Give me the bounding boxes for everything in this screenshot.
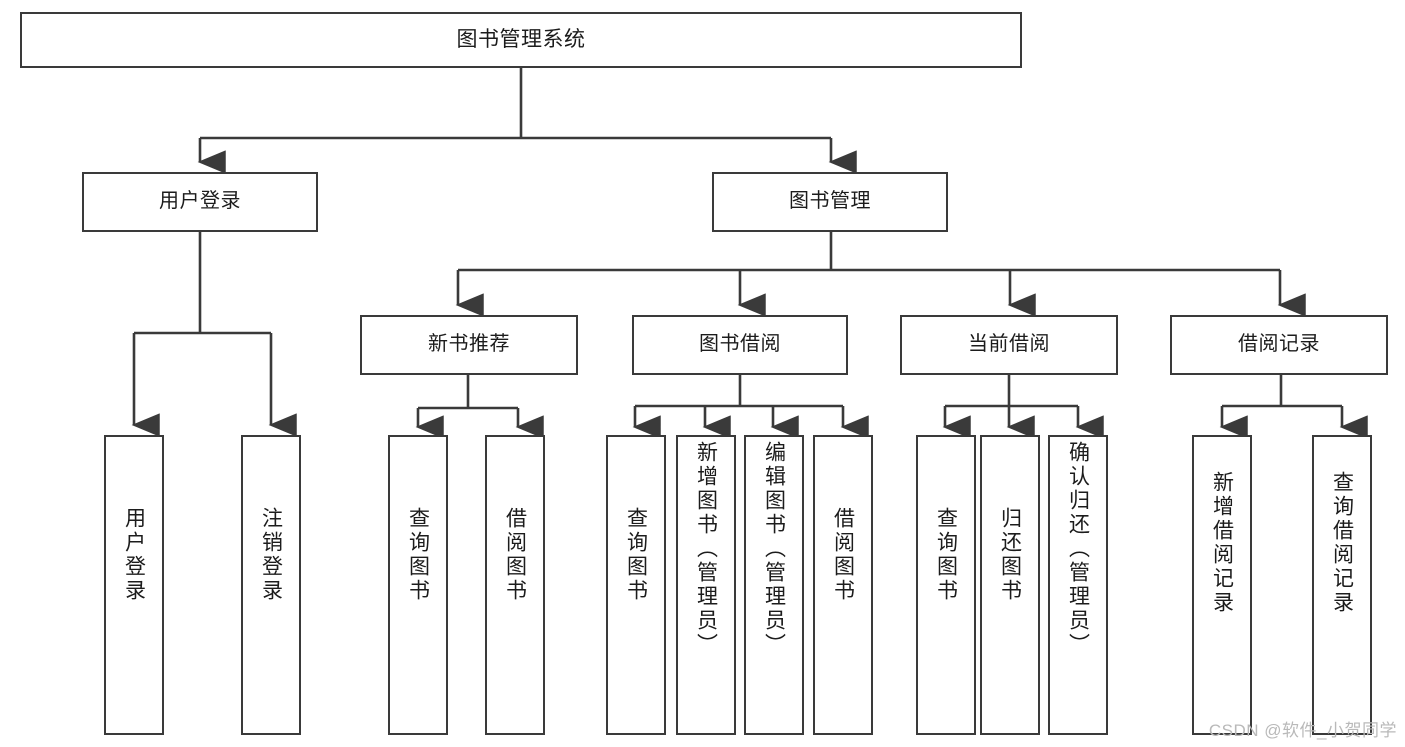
node-label: 确认归还（管理员） [1066,441,1090,657]
node-label: 编辑图书（管理员） [762,441,786,657]
node-label: 查询图书 [406,507,430,603]
leaf-book-borrow-add-book-admin[interactable]: 新增图书（管理员） [676,435,736,735]
node-label: 新增借阅记录 [1210,471,1234,615]
node-book-management[interactable]: 图书管理 [712,172,948,232]
node-label: 用户登录 [122,507,146,603]
node-new-book-recommend[interactable]: 新书推荐 [360,315,578,375]
node-label: 新增图书（管理员） [694,441,718,657]
leaf-borrow-record-add-record[interactable]: 新增借阅记录 [1192,435,1252,735]
leaf-current-borrow-return-book[interactable]: 归还图书 [980,435,1040,735]
leaf-borrow-record-query-record[interactable]: 查询借阅记录 [1312,435,1372,735]
leaf-current-borrow-query-book[interactable]: 查询图书 [916,435,976,735]
node-label: 查询借阅记录 [1330,471,1354,615]
node-label: 查询图书 [624,507,648,603]
node-label: 用户登录 [159,190,241,213]
node-label: 图书借阅 [699,333,781,356]
node-current-borrow[interactable]: 当前借阅 [900,315,1118,375]
leaf-current-borrow-confirm-return-admin[interactable]: 确认归还（管理员） [1048,435,1108,735]
node-label: 图书管理 [789,190,871,213]
node-label: 借阅图书 [503,507,527,603]
node-label: 借阅记录 [1238,333,1320,356]
node-label: 借阅图书 [831,507,855,603]
node-label: 查询图书 [934,507,958,603]
node-label: 当前借阅 [968,333,1050,356]
leaf-new-book-query-book[interactable]: 查询图书 [388,435,448,735]
leaf-book-borrow-edit-book-admin[interactable]: 编辑图书（管理员） [744,435,804,735]
node-user-login[interactable]: 用户登录 [82,172,318,232]
leaf-book-borrow-query-book[interactable]: 查询图书 [606,435,666,735]
node-label: 图书管理系统 [456,27,586,51]
node-label: 归还图书 [998,507,1022,603]
leaf-user-login-logout[interactable]: 注销登录 [241,435,301,735]
leaf-user-login-login[interactable]: 用户登录 [104,435,164,735]
leaf-book-borrow-borrow-book[interactable]: 借阅图书 [813,435,873,735]
watermark-csdn: CSDN @软件_小贺同学 [1208,721,1397,740]
node-label: 注销登录 [259,507,283,603]
node-book-borrow[interactable]: 图书借阅 [632,315,848,375]
node-borrow-record[interactable]: 借阅记录 [1170,315,1388,375]
node-root-book-management-system[interactable]: 图书管理系统 [20,12,1022,68]
leaf-new-book-borrow-book[interactable]: 借阅图书 [485,435,545,735]
node-label: 新书推荐 [428,333,510,356]
